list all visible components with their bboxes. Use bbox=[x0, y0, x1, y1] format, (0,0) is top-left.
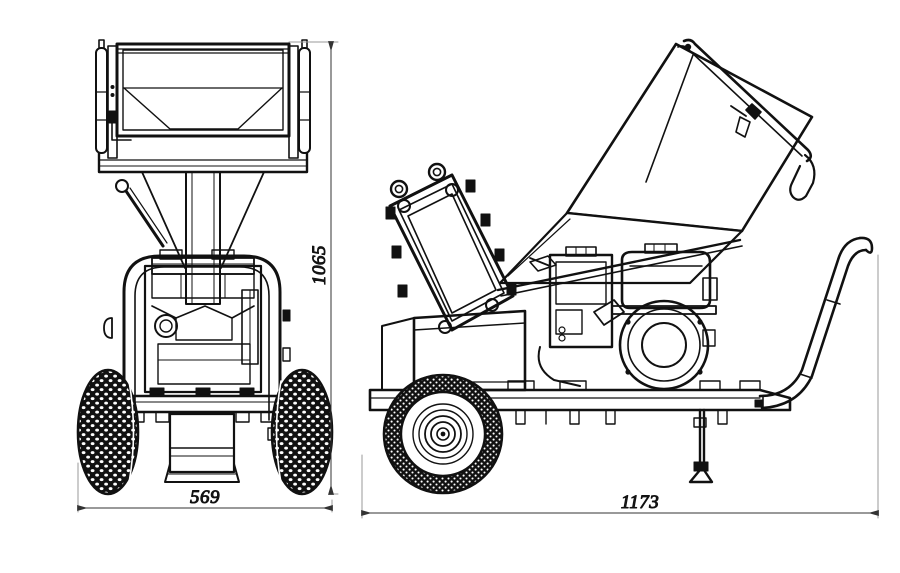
side-view bbox=[368, 38, 874, 495]
cover-ring-bolts bbox=[385, 162, 517, 334]
dimension-width-569: 569 bbox=[77, 462, 333, 513]
hopper-latch-side[interactable] bbox=[730, 103, 762, 138]
dimension-height-1065: 1065 bbox=[288, 41, 339, 495]
hopper-support-posts bbox=[95, 39, 311, 159]
feed-hopper-side bbox=[496, 42, 814, 297]
dimension-length-label: 1173 bbox=[621, 492, 660, 513]
side-fittings-front bbox=[103, 309, 291, 362]
hopper-skirt-front bbox=[97, 151, 309, 174]
chipper-access-cover[interactable] bbox=[385, 162, 517, 334]
engine-assembly-side bbox=[529, 243, 718, 391]
tow-handle-side[interactable] bbox=[754, 236, 874, 410]
hopper-top-rail[interactable] bbox=[677, 38, 816, 201]
funnel-throat-front bbox=[141, 171, 265, 305]
discharge-outlet-front bbox=[164, 412, 240, 483]
feed-hopper-front bbox=[115, 42, 291, 138]
wheel-side bbox=[382, 373, 504, 495]
wheel-right-front bbox=[270, 368, 334, 496]
hopper-latch-front bbox=[108, 85, 132, 141]
dimension-width-label: 569 bbox=[190, 487, 220, 508]
front-view bbox=[76, 39, 334, 496]
support-leg-side bbox=[688, 408, 714, 484]
engine-block-front bbox=[143, 249, 263, 396]
axle-beam-front bbox=[116, 394, 288, 441]
dimension-length-1173: 1173 bbox=[361, 254, 879, 519]
control-lever-front[interactable] bbox=[115, 179, 168, 248]
dimension-height-label: 1065 bbox=[309, 245, 330, 285]
wheel-left-front bbox=[76, 368, 140, 496]
